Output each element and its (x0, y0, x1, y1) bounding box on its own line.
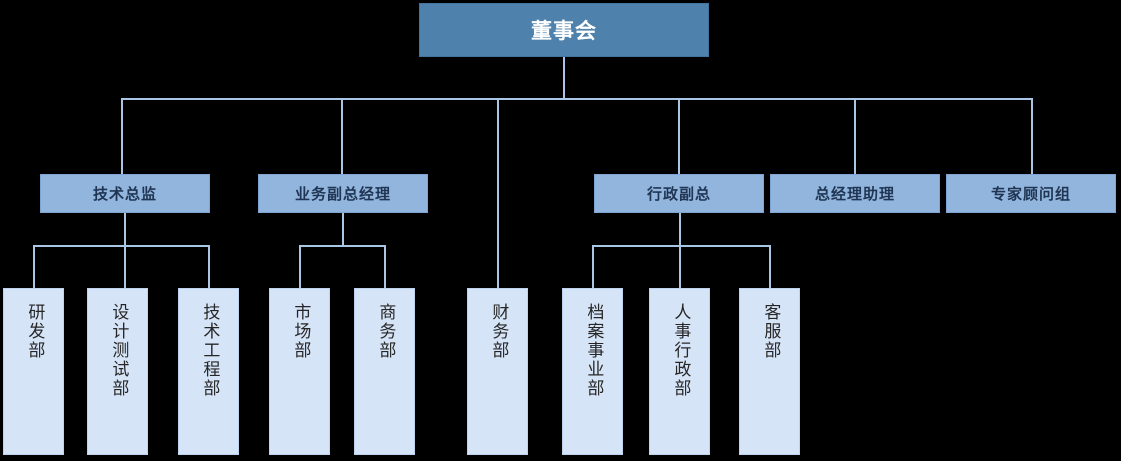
connector-bus-to-gm-assistant (854, 98, 856, 174)
node-board[interactable]: 董事会 (419, 3, 709, 57)
connector-tech-director-stem (124, 213, 126, 246)
node-admin-vp-label: 行政副总 (646, 185, 711, 203)
connector-to-tech-eng (208, 245, 210, 288)
node-gm-assistant[interactable]: 总经理助理 (770, 174, 940, 213)
node-hr-admin[interactable]: 人事行政部 (649, 288, 710, 455)
connector-root-stem (563, 57, 565, 99)
node-business-vp-label: 业务副总经理 (294, 185, 391, 203)
node-commerce-dept[interactable]: 商务部 (354, 288, 415, 455)
node-gm-assistant-label: 总经理助理 (814, 185, 895, 203)
node-customer-svc[interactable]: 客服部 (739, 288, 800, 455)
connector-admin-vp-stem (679, 213, 681, 246)
node-market-dept-label: 市场部 (290, 303, 311, 360)
node-finance-dept[interactable]: 财务部 (467, 288, 528, 455)
connector-admin-vp-bus (592, 245, 770, 247)
connector-main-bus (121, 98, 1033, 100)
node-expert-advisory[interactable]: 专家顾问组 (946, 174, 1116, 213)
connector-bus-to-tech-director (121, 98, 123, 174)
connector-to-rd-dept (33, 245, 35, 288)
node-archive-div[interactable]: 档案事业部 (562, 288, 623, 455)
node-customer-svc-label: 客服部 (760, 303, 781, 360)
connector-bus-to-business-vp (341, 98, 343, 174)
connector-to-archive-div (592, 245, 594, 288)
connector-tech-director-bus (33, 245, 209, 247)
connector-bus-to-admin-vp (678, 98, 680, 174)
node-design-test-label: 设计测试部 (108, 303, 129, 398)
node-tech-eng-label: 技术工程部 (199, 303, 220, 398)
node-tech-director-label: 技术总监 (92, 185, 157, 203)
connector-to-customer-svc (769, 245, 771, 288)
node-design-test[interactable]: 设计测试部 (87, 288, 148, 455)
node-finance-dept-label: 财务部 (488, 303, 509, 360)
node-tech-director[interactable]: 技术总监 (40, 174, 210, 213)
node-admin-vp[interactable]: 行政副总 (594, 174, 764, 213)
node-market-dept[interactable]: 市场部 (269, 288, 330, 455)
connector-to-hr-admin (679, 245, 681, 288)
node-commerce-dept-label: 商务部 (375, 303, 396, 360)
node-expert-advisory-label: 专家顾问组 (990, 185, 1071, 203)
node-archive-div-label: 档案事业部 (583, 303, 604, 398)
connector-bus-to-finance-dept (497, 98, 499, 288)
node-hr-admin-label: 人事行政部 (670, 303, 691, 398)
node-rd-dept[interactable]: 研发部 (3, 288, 64, 455)
connector-to-market-dept (299, 245, 301, 288)
node-rd-dept-label: 研发部 (24, 303, 45, 360)
connector-business-vp-stem (342, 213, 344, 246)
connector-bus-to-expert-advisory (1031, 98, 1033, 174)
node-tech-eng[interactable]: 技术工程部 (178, 288, 239, 455)
connector-to-commerce-dept (384, 245, 386, 288)
node-business-vp[interactable]: 业务副总经理 (258, 174, 428, 213)
node-board-label: 董事会 (531, 19, 597, 43)
connector-to-design-test (124, 245, 126, 288)
connector-business-vp-bus (299, 245, 386, 247)
